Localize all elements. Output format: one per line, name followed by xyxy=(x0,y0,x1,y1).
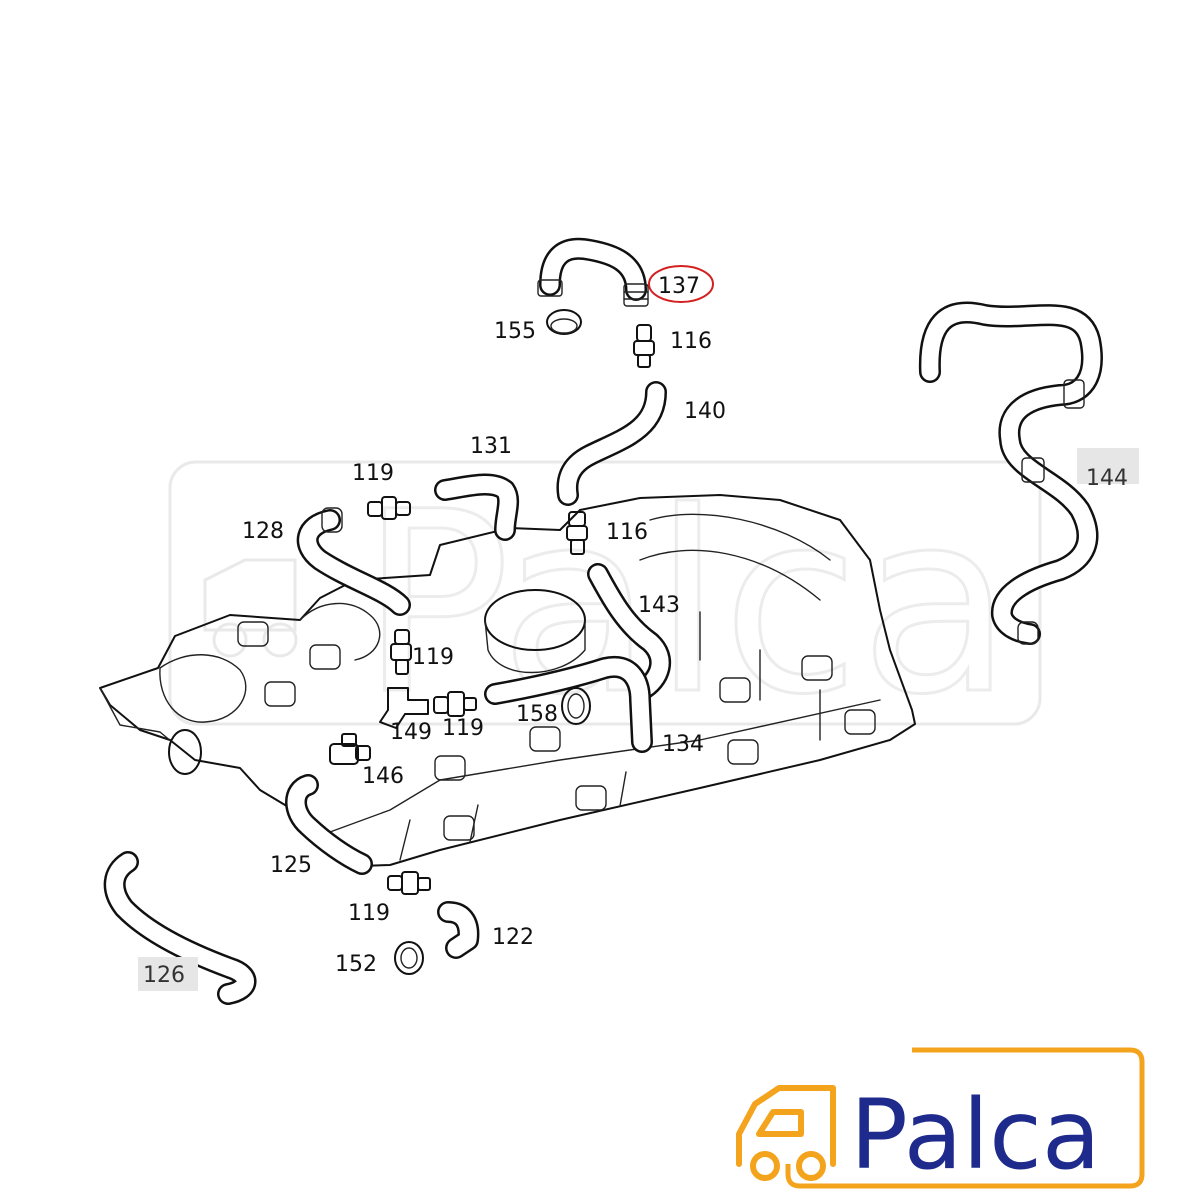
connector-116-middle[interactable] xyxy=(566,511,588,555)
hose-143[interactable] xyxy=(587,563,671,701)
hose-137[interactable] xyxy=(537,237,649,307)
part-labels: 137 155 116 140 131 119 128 116 143 144 … xyxy=(143,274,1128,988)
label-131: 131 xyxy=(470,434,512,459)
watermark-frame xyxy=(168,460,1042,726)
label-126: 126 xyxy=(143,963,185,988)
t-piece-149[interactable] xyxy=(379,687,429,729)
label-119-bottom: 119 xyxy=(348,901,390,926)
valve-146[interactable] xyxy=(329,733,371,765)
label-119-mid: 119 xyxy=(412,645,454,670)
connector-119-mid[interactable] xyxy=(390,629,412,675)
logo-frame xyxy=(785,1047,1145,1189)
label-146: 146 xyxy=(362,764,404,789)
hose-128[interactable] xyxy=(296,507,411,616)
connector-119-center[interactable] xyxy=(433,691,477,717)
label-144: 144 xyxy=(1086,466,1128,491)
label-122: 122 xyxy=(492,925,534,950)
label-149: 149 xyxy=(390,720,432,745)
connector-119-top[interactable] xyxy=(367,496,411,520)
palca-logo: Palca xyxy=(736,1047,1145,1191)
hose-140[interactable] xyxy=(556,381,667,506)
palca-watermark: Palca xyxy=(168,457,1042,751)
label-116-middle: 116 xyxy=(606,520,648,545)
manifold-runners xyxy=(237,621,876,841)
clamp-155[interactable] xyxy=(546,309,582,335)
logo-truck-icon xyxy=(736,1085,836,1181)
label-137: 137 xyxy=(658,274,700,299)
elbow-122[interactable] xyxy=(437,901,480,959)
clamp-152[interactable] xyxy=(394,941,424,975)
label-119-top: 119 xyxy=(352,461,394,486)
hose-125[interactable] xyxy=(285,774,373,875)
label-128: 128 xyxy=(242,519,284,544)
connector-119-bottom[interactable] xyxy=(387,871,431,895)
label-155: 155 xyxy=(494,319,536,344)
hose-134[interactable] xyxy=(484,655,653,753)
label-143: 143 xyxy=(638,593,680,618)
clamp-158[interactable] xyxy=(561,687,591,725)
hose-131[interactable] xyxy=(434,473,520,541)
label-144-shade xyxy=(1077,448,1139,484)
watermark-text: Palca xyxy=(360,458,1013,749)
label-125: 125 xyxy=(270,853,312,878)
intake-manifold xyxy=(99,494,916,867)
connector-116-top[interactable] xyxy=(633,324,655,368)
label-152: 152 xyxy=(335,952,377,977)
watermark-truck-icon xyxy=(203,558,298,658)
label-119-center: 119 xyxy=(442,716,484,741)
label-134: 134 xyxy=(662,732,704,757)
label-158: 158 xyxy=(516,702,558,727)
logo-text: Palca xyxy=(850,1079,1101,1191)
hose-126[interactable] xyxy=(103,851,257,1005)
highlight-ring-137 xyxy=(648,265,714,303)
label-126-shade xyxy=(138,957,198,991)
label-140: 140 xyxy=(684,399,726,424)
label-116-top: 116 xyxy=(670,329,712,354)
hose-144[interactable] xyxy=(918,301,1103,645)
